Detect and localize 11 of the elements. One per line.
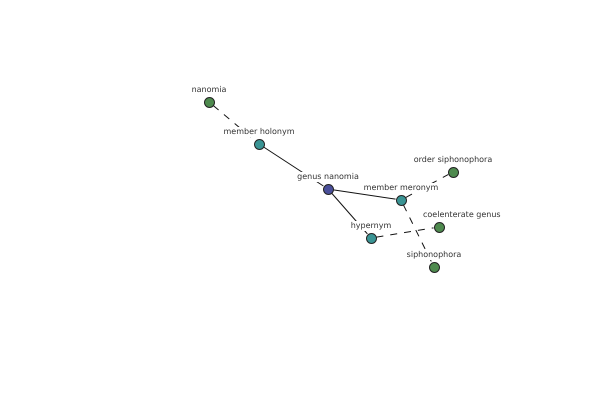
node-label: nanomia xyxy=(190,85,228,95)
dashed-connector xyxy=(402,204,432,263)
connector-line xyxy=(332,189,396,200)
node-label: coelenterate genus xyxy=(422,210,502,220)
node-label: order siphonophora xyxy=(412,155,494,165)
node-label: member holonym xyxy=(222,127,296,137)
dashed-connector xyxy=(376,227,434,238)
node-label: hypernym xyxy=(350,221,392,231)
node-label: genus nanomia xyxy=(296,172,360,182)
node-label: siphonophora xyxy=(406,250,462,260)
node-label: member meronym xyxy=(362,183,440,193)
